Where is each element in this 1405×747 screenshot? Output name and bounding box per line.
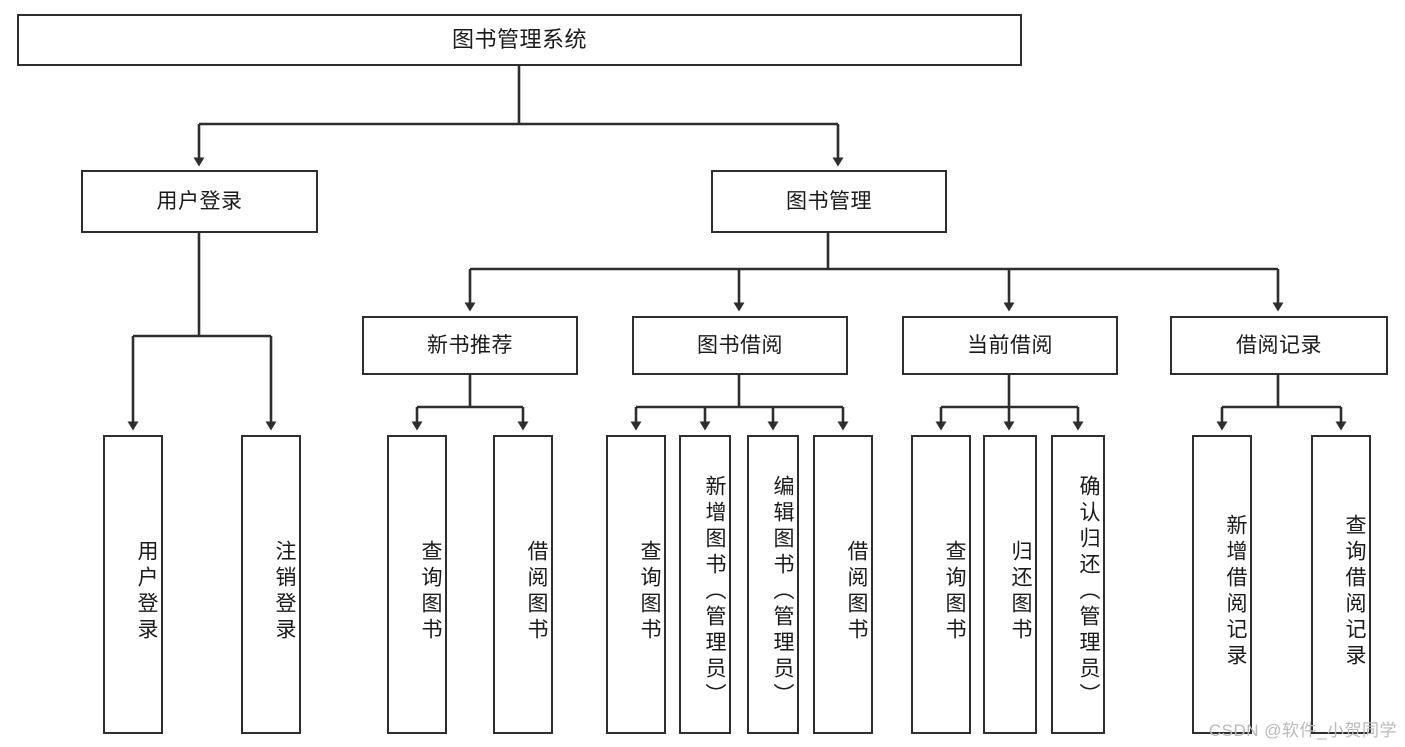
node-label: 新书推荐 xyxy=(427,333,513,357)
leaf-book-borrow-add-book-admin[interactable]: 新增图书（管理员） xyxy=(679,435,731,734)
node-label: 图书借阅 xyxy=(697,333,783,357)
node-label: 注销登录 xyxy=(273,539,296,644)
node-label: 编辑图书（管理员） xyxy=(771,474,794,709)
node-user-login[interactable]: 用户登录 xyxy=(81,170,318,233)
node-label: 确认归还（管理员） xyxy=(1077,474,1100,709)
leaf-book-borrow-edit-book-admin[interactable]: 编辑图书（管理员） xyxy=(747,435,799,734)
leaf-new-book-borrow-book[interactable]: 借阅图书 xyxy=(493,435,553,734)
node-label: 用户登录 xyxy=(135,539,158,644)
watermark: CSDN @软件_小贺同学 xyxy=(1208,721,1397,740)
node-label: 查询图书 xyxy=(419,539,442,644)
node-label: 查询图书 xyxy=(638,539,661,644)
node-label: 查询借阅记录 xyxy=(1343,513,1366,670)
node-label: 图书管理 xyxy=(786,189,872,213)
leaf-current-borrow-return-book[interactable]: 归还图书 xyxy=(983,435,1037,734)
node-root-book-management-system[interactable]: 图书管理系统 xyxy=(17,14,1022,66)
node-label: 当前借阅 xyxy=(967,333,1053,357)
leaf-borrow-record-add-record[interactable]: 新增借阅记录 xyxy=(1192,435,1252,734)
node-label: 借阅记录 xyxy=(1236,333,1322,357)
node-label: 借阅图书 xyxy=(525,539,548,644)
leaf-current-borrow-query-book[interactable]: 查询图书 xyxy=(911,435,971,734)
leaf-borrow-record-query-record[interactable]: 查询借阅记录 xyxy=(1311,435,1371,734)
node-label: 新增图书（管理员） xyxy=(703,474,726,709)
node-label: 借阅图书 xyxy=(845,539,868,644)
node-label: 新增借阅记录 xyxy=(1224,513,1247,670)
node-new-book-recommend[interactable]: 新书推荐 xyxy=(362,316,578,375)
leaf-book-borrow-borrow-book[interactable]: 借阅图书 xyxy=(813,435,873,734)
node-label: 归还图书 xyxy=(1009,539,1032,644)
leaf-user-login-login[interactable]: 用户登录 xyxy=(103,435,163,734)
node-current-borrow[interactable]: 当前借阅 xyxy=(902,316,1118,375)
node-label: 用户登录 xyxy=(156,189,243,213)
node-book-management[interactable]: 图书管理 xyxy=(711,170,947,233)
leaf-user-login-logout[interactable]: 注销登录 xyxy=(241,435,301,734)
node-label: 图书管理系统 xyxy=(451,26,587,52)
leaf-current-borrow-confirm-return-admin[interactable]: 确认归还（管理员） xyxy=(1051,435,1105,734)
node-borrow-record[interactable]: 借阅记录 xyxy=(1170,316,1388,375)
leaf-book-borrow-query-book[interactable]: 查询图书 xyxy=(606,435,666,734)
node-label: 查询图书 xyxy=(943,539,966,644)
leaf-new-book-query-book[interactable]: 查询图书 xyxy=(387,435,447,734)
node-book-borrow[interactable]: 图书借阅 xyxy=(632,316,848,375)
